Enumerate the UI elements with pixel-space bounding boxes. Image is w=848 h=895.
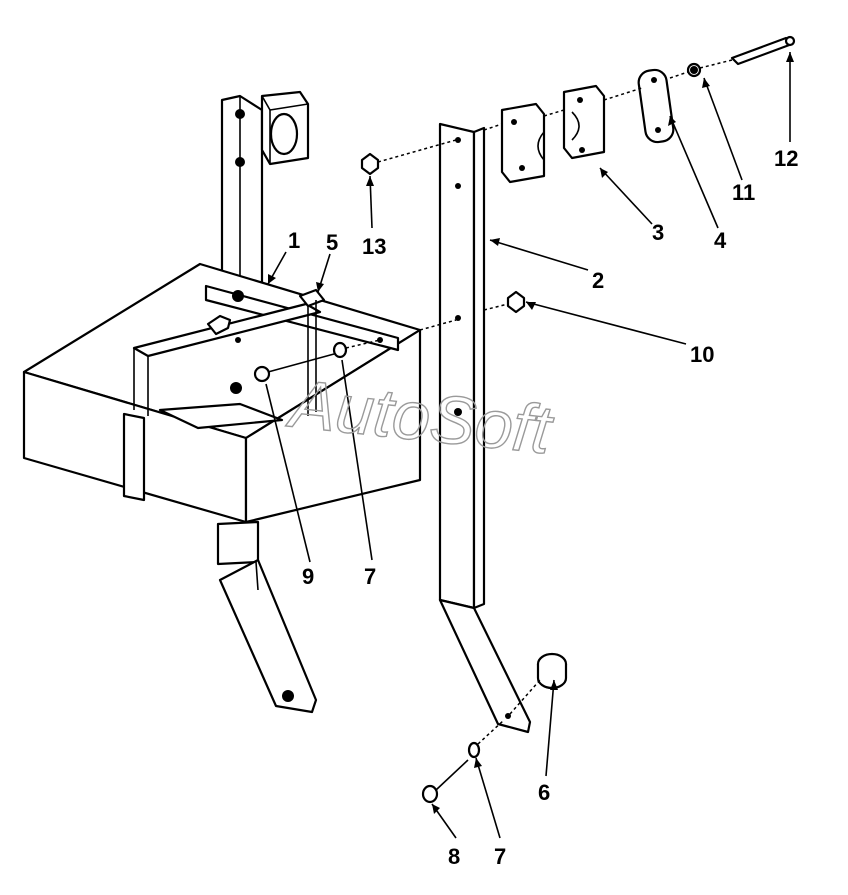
lower-arm-bolt (282, 690, 294, 702)
arm-hole-top (235, 109, 245, 119)
tray-hole-2 (235, 337, 241, 343)
callout-10: 10 (690, 342, 714, 367)
part-7-washer-lower (467, 741, 481, 759)
part-10-nut (506, 290, 526, 314)
tray-front-strap (122, 412, 146, 502)
clamp-half-right (562, 84, 606, 160)
tray-hole-4 (377, 337, 383, 343)
left-lower-arm (218, 558, 318, 714)
bar-hole-4 (454, 408, 462, 416)
bar-hole-2 (455, 183, 461, 189)
bar-hole-3 (455, 315, 461, 321)
clamp-halves (500, 84, 606, 184)
right-long-bar (438, 122, 532, 734)
callout-6: 6 (538, 780, 550, 805)
arm-hole-middle (235, 157, 245, 167)
callout-7-lower: 7 (494, 844, 506, 869)
callout-5: 5 (326, 230, 338, 255)
clamp-bore (269, 112, 299, 156)
part-6-roller (536, 652, 568, 690)
callout-9: 9 (302, 564, 314, 589)
callout-13: 13 (362, 234, 386, 259)
part-5-clip (298, 288, 326, 308)
tray-hole-3 (230, 382, 242, 394)
part-8-bolt (421, 759, 469, 804)
leader-lines (265, 52, 794, 839)
callout-12: 12 (774, 146, 798, 171)
bar-bent-section (438, 598, 532, 734)
left-bracket-assembly (22, 90, 422, 714)
callout-2: 2 (592, 268, 604, 293)
part-7-washer-upper (332, 341, 348, 359)
tray-lower-post (216, 520, 260, 566)
callout-1: 1 (288, 228, 300, 253)
tray-inner-back (204, 284, 400, 352)
callout-8: 8 (448, 844, 460, 869)
wing-nut (206, 314, 232, 336)
tray-hole-1 (232, 290, 244, 302)
link-plate (637, 68, 675, 144)
callout-labels: 1 5 2 3 4 11 12 13 10 9 7 6 8 7 (288, 146, 798, 869)
tray-side-face (244, 328, 422, 524)
callout-4: 4 (714, 228, 727, 253)
callout-11: 11 (732, 180, 755, 205)
part-12-pin (730, 36, 794, 66)
part-13-nut (360, 152, 380, 176)
bar-edge (472, 126, 486, 610)
callout-3: 3 (652, 220, 664, 245)
part-9-bolt (253, 353, 335, 383)
tray-inner-divider (132, 302, 322, 358)
tray-inner-floor (158, 402, 284, 430)
assembly-lines (345, 59, 733, 745)
callout-7-upper: 7 (364, 564, 376, 589)
bar-hole-1 (455, 137, 461, 143)
left-vertical-arm (220, 94, 264, 287)
bar-vertical-face (438, 122, 476, 610)
bar-bottom-hole (505, 713, 511, 719)
